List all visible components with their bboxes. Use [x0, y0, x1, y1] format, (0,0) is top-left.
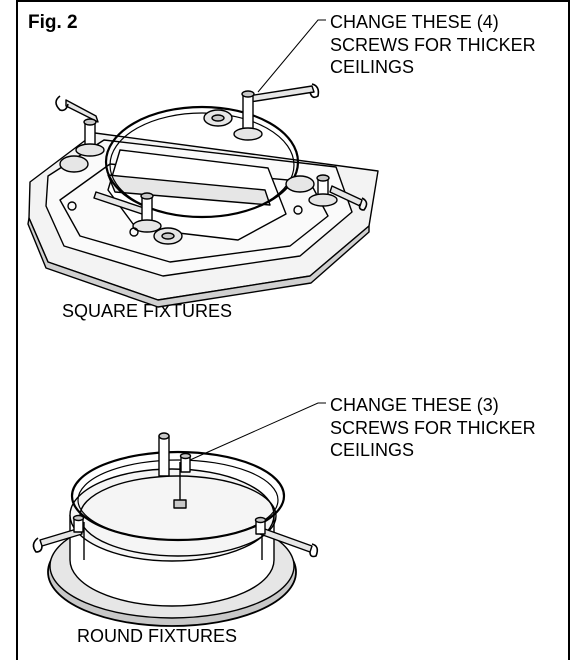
round-callout-line-2: SCREWS FOR THICKER: [330, 417, 536, 438]
round-screw-1: [179, 452, 192, 473]
square-screw-4: [308, 174, 338, 207]
square-screw-2: [233, 90, 263, 141]
square-screw-3: [132, 192, 162, 233]
round-callout-line-3: CEILINGS: [330, 440, 415, 460]
round-tall-post: [158, 432, 170, 477]
round-fixture-caption: ROUND FIXTURES: [77, 626, 238, 646]
round-screw-3: [254, 516, 267, 535]
round-arm-left: [39, 527, 83, 547]
square-callout-text: CHANGE THESE (4) SCREWS FOR THICKER CEIL…: [330, 11, 536, 79]
square-callout-line-1: CHANGE THESE (4): [330, 12, 499, 32]
round-callout-line-1: CHANGE THESE (3): [330, 395, 499, 415]
square-callout-leader: [257, 19, 326, 93]
round-screw-2: [72, 514, 85, 533]
square-screw-1: [75, 118, 105, 157]
figure-frame: [16, 0, 570, 660]
square-callout-line-2: SCREWS FOR THICKER: [330, 34, 536, 55]
round-callout-text: CHANGE THESE (3) SCREWS FOR THICKER CEIL…: [330, 394, 536, 462]
round-callout-leader: [189, 402, 326, 461]
square-arm-left: [65, 99, 99, 123]
square-callout-line-3: CEILINGS: [330, 57, 415, 77]
figure-label: Fig. 2: [28, 12, 78, 33]
square-fixture-caption: SQUARE FIXTURES: [62, 301, 233, 321]
